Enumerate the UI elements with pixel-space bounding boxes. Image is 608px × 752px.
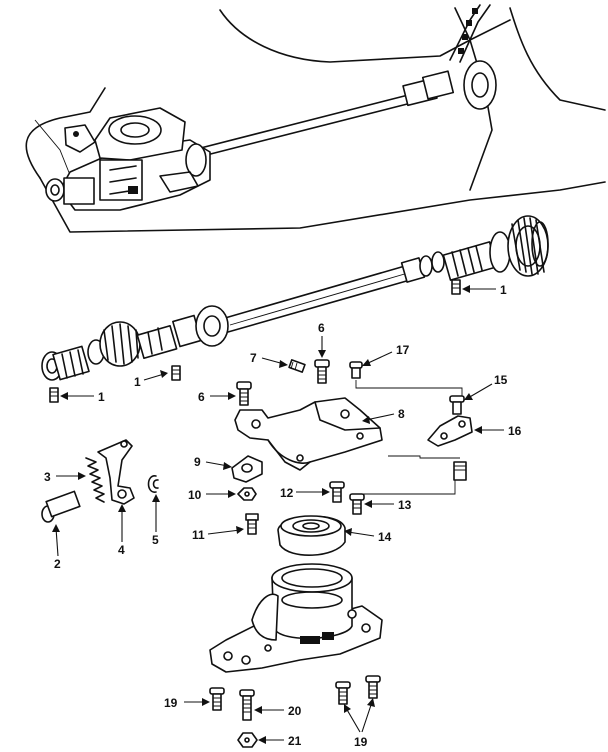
- callout-5: 5: [152, 533, 159, 547]
- callout-11: 11: [192, 528, 205, 542]
- pin-16: [453, 461, 467, 481]
- screw-7: [288, 359, 306, 373]
- clip-5: [147, 475, 159, 493]
- screw-12: [329, 481, 345, 503]
- callout-4: 4: [118, 543, 125, 557]
- screw-6-left: [236, 381, 252, 406]
- callout-15: 15: [494, 373, 508, 387]
- callout-3: 3: [44, 470, 51, 484]
- callout-13: 13: [398, 498, 412, 512]
- set-screw-1-left: [49, 387, 59, 403]
- callout-7: 7: [250, 351, 257, 365]
- callout-1-left: 1: [98, 390, 105, 404]
- upper-crank-assembly: [449, 4, 497, 110]
- callout-21: 21: [288, 734, 302, 748]
- screw-17: [349, 361, 363, 379]
- screw-13: [349, 493, 365, 515]
- callout-2: 2: [54, 557, 61, 571]
- lever-4: [97, 439, 135, 505]
- hook-base: [209, 563, 383, 673]
- upper-shaft: [184, 70, 455, 161]
- callout-9: 9: [194, 455, 201, 469]
- screw-20: [239, 689, 255, 721]
- callout-20: 20: [288, 704, 302, 718]
- screw-11: [245, 513, 259, 535]
- screw-19-left: [209, 687, 225, 711]
- callout-12: 12: [280, 486, 294, 500]
- callout-8: 8: [398, 407, 405, 421]
- pin-2: [41, 490, 81, 523]
- connector-lines: [355, 380, 463, 495]
- callout-19-left: 19: [164, 696, 178, 710]
- screw-6-top: [314, 359, 330, 384]
- set-screw-1-middle: [171, 365, 181, 381]
- nut-10: [237, 487, 257, 501]
- nut-21: [237, 732, 258, 748]
- callout-14: 14: [378, 530, 392, 544]
- spring-3: [85, 457, 105, 503]
- callout-6-top: 6: [318, 321, 325, 335]
- callout-10: 10: [188, 488, 202, 502]
- screw-19-middle: [335, 681, 351, 705]
- bracket-8: [234, 397, 383, 471]
- screw-15: [449, 395, 465, 415]
- leader-lines: [52, 285, 504, 744]
- callout-1-middle: 1: [134, 375, 141, 389]
- callout-labels: 1 1 1 2 3 4 5 6 6 7 8 9 10 11 12 13 14 1…: [44, 283, 522, 749]
- plate-9: [231, 455, 263, 483]
- arm-16: [427, 415, 473, 447]
- callout-6-left: 6: [198, 390, 205, 404]
- screw-19-right: [365, 675, 381, 699]
- bobbin-case-14: [277, 515, 346, 556]
- set-screw-1-right: [451, 279, 461, 295]
- callout-17: 17: [396, 343, 410, 357]
- callout-1-right: 1: [500, 283, 507, 297]
- callout-19-right: 19: [354, 735, 368, 749]
- callout-16: 16: [508, 424, 522, 438]
- main-shaft: [41, 215, 549, 381]
- upper-hook-mechanism: [45, 107, 211, 211]
